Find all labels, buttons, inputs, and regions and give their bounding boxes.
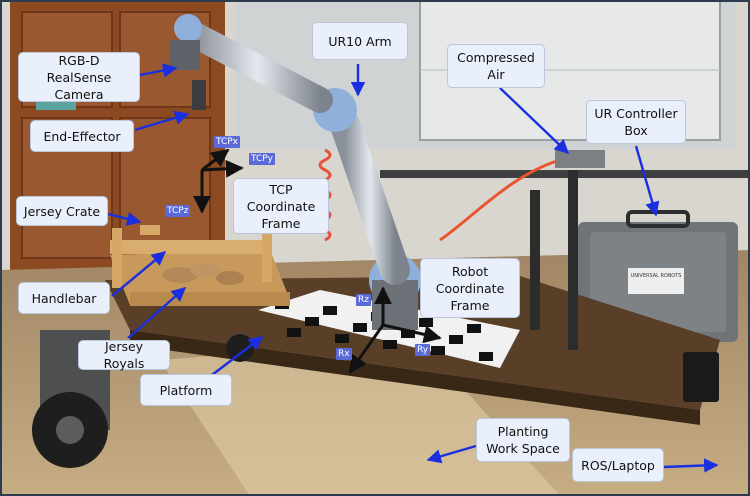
tcp-frame-axes — [193, 148, 244, 214]
ry-tag: Ry — [415, 344, 431, 356]
rz-tag: Rz — [356, 294, 371, 306]
label-compressed-air: Compressed Air — [447, 44, 545, 88]
label-ur10-arm: UR10 Arm — [312, 22, 408, 60]
label-handlebar: Handlebar — [18, 282, 110, 314]
label-platform: Platform — [140, 374, 232, 406]
checker-square — [305, 317, 319, 326]
checker-square — [383, 340, 397, 349]
label-jersey-royals: Jersey Royals — [78, 339, 170, 371]
controller-brand-text: UNIVERSAL ROBOTS — [630, 273, 682, 279]
checker-square — [335, 334, 349, 343]
label-planting-work-space: Planting Work Space — [476, 418, 570, 462]
label-ur-controller-box: UR Controller Box — [586, 100, 686, 144]
checker-square — [419, 318, 433, 327]
label-robot-coordinate-frame: Robot Coordinate Frame — [420, 258, 520, 318]
checker-square — [401, 329, 415, 338]
label-jersey-crate: Jersey Crate — [16, 196, 108, 226]
air-hose — [439, 158, 561, 242]
checker-square — [323, 306, 337, 315]
label-tcp-coordinate-frame: TCP Coordinate Frame — [233, 178, 329, 234]
label-end-effector: End-Effector — [30, 120, 134, 152]
tcp-z-tag: TCPz — [165, 205, 191, 217]
tcp-y-tag: TCPy — [249, 153, 276, 165]
ur10-robot-arm — [170, 14, 421, 330]
checker-square — [431, 346, 445, 355]
tcp-x-tag: TCPx — [214, 136, 241, 148]
annotation-arrows — [107, 63, 719, 473]
laptop — [683, 352, 719, 402]
rx-tag: Rx — [336, 348, 352, 360]
wall-pipe — [380, 170, 750, 178]
label-ros-laptop: ROS/Laptop — [572, 448, 664, 482]
label-realsense-camera: RGB-D RealSense Camera — [18, 52, 140, 102]
checker-square — [449, 335, 463, 344]
checker-square — [467, 324, 481, 333]
checker-square — [479, 352, 493, 361]
checker-square — [353, 323, 367, 332]
robot-frame-axes — [348, 286, 442, 374]
checker-square — [287, 328, 301, 337]
